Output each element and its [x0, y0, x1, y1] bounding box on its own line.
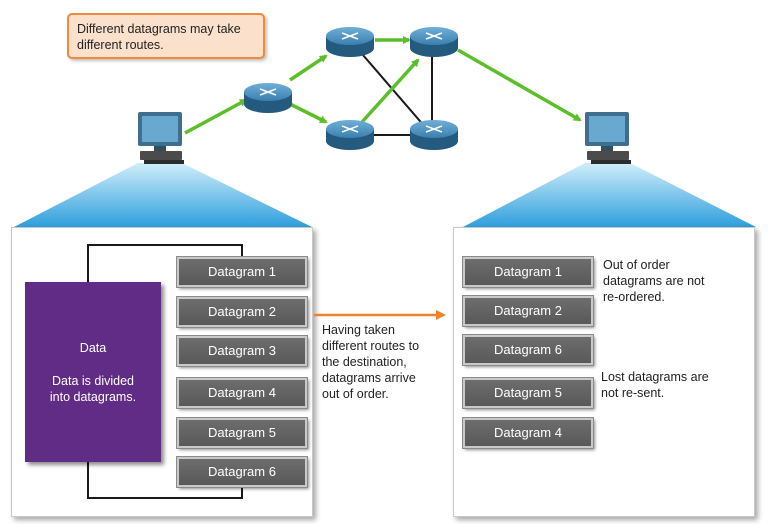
callout-line-2: different routes.: [77, 38, 164, 52]
destination-datagram-2: Datagram 2: [462, 295, 594, 327]
destination-beam: [463, 163, 756, 227]
source-datagram-5: Datagram 5: [176, 417, 308, 449]
callout-line-1: Different datagrams may take: [77, 22, 241, 36]
routes-callout: Different datagrams may take different r…: [67, 13, 265, 59]
transit-note-line-2: different routes to: [322, 339, 420, 353]
lost-datagrams-note: Lost datagrams are not re-sent.: [601, 369, 709, 401]
data-description: Data is divided into datagrams.: [25, 373, 161, 405]
datagram-routes: [184, 36, 582, 135]
data-desc-line-1: Data is divided: [52, 374, 134, 388]
out-of-order-note: Out of order datagrams are not re-ordere…: [603, 257, 704, 305]
transit-note: Having taken different routes to the des…: [322, 322, 419, 402]
out-of-order-line-3: re-ordered.: [603, 290, 665, 304]
transit-note-line-3: the destination,: [322, 355, 407, 369]
source-datagram-3: Datagram 3: [176, 335, 308, 367]
data-block: Data Data is divided into datagrams.: [25, 282, 161, 462]
router-icon: [326, 27, 374, 57]
destination-datagram-3: Datagram 6: [462, 334, 594, 366]
source-computer-icon: [138, 112, 184, 164]
source-beam: [14, 163, 312, 227]
destination-computer-icon: [585, 112, 631, 164]
router-icon: [244, 83, 292, 113]
destination-datagram-1: Datagram 1: [462, 256, 594, 288]
source-datagram-6: Datagram 6: [176, 456, 308, 488]
data-title: Data: [79, 341, 107, 355]
lost-note-line-1: Lost datagrams are: [601, 370, 709, 384]
destination-datagram-5: Datagram 4: [462, 417, 594, 449]
destination-datagram-4: Datagram 5: [462, 377, 594, 409]
transit-note-line-5: out of order.: [322, 387, 389, 401]
router-icon: [410, 27, 458, 57]
data-desc-line-2: into datagrams.: [49, 390, 137, 404]
out-of-order-line-2: datagrams are not: [603, 274, 705, 288]
lost-note-line-2: not re-sent.: [601, 386, 665, 400]
source-datagram-2: Datagram 2: [176, 296, 308, 328]
source-datagram-4: Datagram 4: [176, 377, 308, 409]
transit-note-line-1: Having taken: [322, 323, 395, 337]
out-of-order-line-1: Out of order: [603, 258, 670, 272]
router-icon: [410, 120, 458, 150]
router-icon: [326, 120, 374, 150]
transit-note-line-4: datagrams arrive: [322, 371, 416, 385]
source-datagram-1: Datagram 1: [176, 256, 308, 288]
